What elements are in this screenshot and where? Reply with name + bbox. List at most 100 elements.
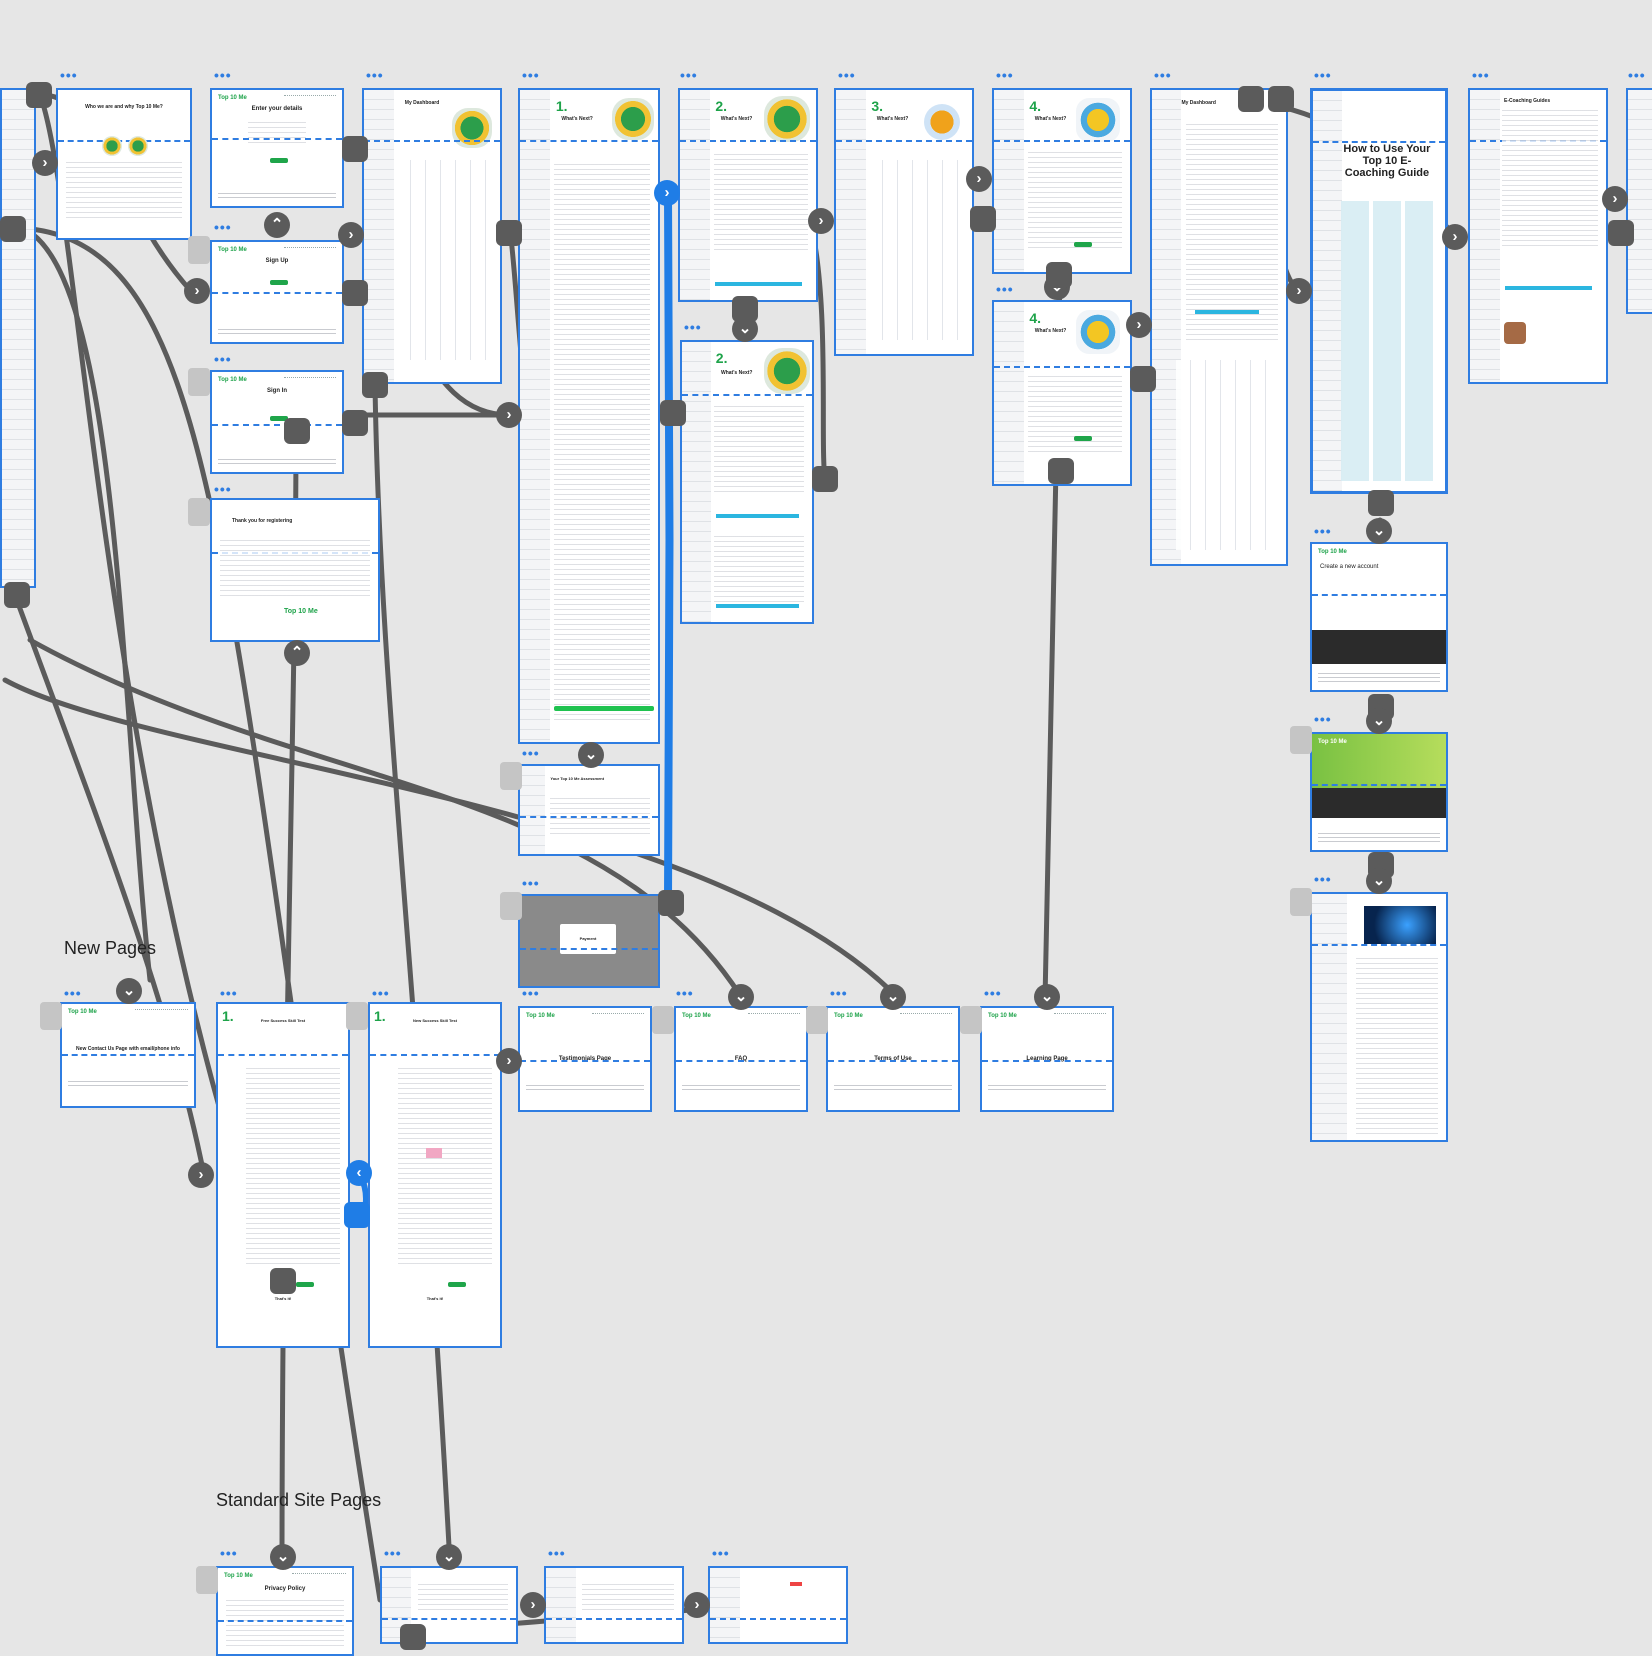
connector-anchor[interactable]: [4, 582, 30, 608]
connector-anchor[interactable]: [270, 1268, 296, 1294]
frame-menu[interactable]: •••: [830, 985, 848, 1001]
chevron-right-icon[interactable]: ›: [1286, 278, 1312, 304]
frame-menu[interactable]: •••: [1628, 67, 1646, 83]
frame-landing[interactable]: Top 10 Me: [1310, 732, 1448, 852]
frame-tab[interactable]: [1290, 888, 1312, 916]
chevron-up-icon[interactable]: ⌃: [284, 640, 310, 666]
frame-menu[interactable]: •••: [1154, 67, 1172, 83]
connector-anchor[interactable]: [1268, 86, 1294, 112]
chevron-right-icon[interactable]: ›: [496, 1048, 522, 1074]
connector-anchor[interactable]: [342, 136, 368, 162]
chevron-right-icon[interactable]: ›: [966, 166, 992, 192]
frame-tab[interactable]: [500, 892, 522, 920]
frame-tab[interactable]: [806, 1006, 828, 1034]
connector-anchor[interactable]: [1238, 86, 1264, 112]
frame-tab[interactable]: [652, 1006, 674, 1034]
frame-learning[interactable]: Top 10 Me Learning Page: [980, 1006, 1114, 1112]
frame-create-account[interactable]: Top 10 Me Create a new account: [1310, 542, 1448, 692]
chevron-down-icon[interactable]: ⌄: [1034, 984, 1060, 1010]
frame-tab[interactable]: [40, 1002, 62, 1030]
frame-settings-c[interactable]: [708, 1566, 848, 1644]
frame-next-step-1[interactable]: 1. What's Next?: [518, 88, 660, 744]
frame-menu[interactable]: •••: [384, 1545, 402, 1561]
frame-about[interactable]: Who we are and why Top 10 Me?: [56, 88, 192, 240]
chevron-right-icon[interactable]: ›: [184, 278, 210, 304]
frame-tab[interactable]: [346, 1002, 368, 1030]
chevron-up-icon[interactable]: ⌃: [264, 212, 290, 238]
frame-free-test[interactable]: 1. Free Success Skill Test That's it!: [216, 1002, 350, 1348]
connector-anchor[interactable]: [342, 280, 368, 306]
frame-payment[interactable]: Payment: [518, 894, 660, 988]
connector-anchor[interactable]: [362, 372, 388, 398]
frame-menu[interactable]: •••: [1314, 67, 1332, 83]
frame-menu[interactable]: •••: [60, 67, 78, 83]
chevron-right-icon[interactable]: ›: [520, 1592, 546, 1618]
connector-anchor[interactable]: [342, 410, 368, 436]
partial-frame[interactable]: [1626, 88, 1652, 314]
frame-menu[interactable]: •••: [680, 67, 698, 83]
frame-thanks[interactable]: Thank you for registering Top 10 Me: [210, 498, 380, 642]
frame-terms[interactable]: Top 10 Me Terms of Use: [826, 1006, 960, 1112]
frame-dashboard[interactable]: My Dashboard: [362, 88, 502, 384]
connector-anchor[interactable]: [660, 400, 686, 426]
connector-anchor[interactable]: [400, 1624, 426, 1650]
frame-menu[interactable]: •••: [1314, 711, 1332, 727]
frame-dashboard-2[interactable]: My Dashboard: [1150, 88, 1288, 566]
chevron-down-icon[interactable]: ⌄: [436, 1544, 462, 1570]
frame-menu[interactable]: •••: [984, 985, 1002, 1001]
frame-menu[interactable]: •••: [1472, 67, 1490, 83]
frame-menu[interactable]: •••: [996, 281, 1014, 297]
frame-menu[interactable]: •••: [996, 67, 1014, 83]
frame-menu[interactable]: •••: [220, 1545, 238, 1561]
chevron-right-icon[interactable]: ›: [684, 1592, 710, 1618]
frame-testimonials[interactable]: Top 10 Me Testimonials Page: [518, 1006, 652, 1112]
frame-settings-b[interactable]: [544, 1566, 684, 1644]
frame-privacy[interactable]: Top 10 Me Privacy Policy: [216, 1566, 354, 1656]
frame-coaching[interactable]: E-Coaching Guides: [1468, 88, 1608, 384]
frame-menu[interactable]: •••: [522, 745, 540, 761]
frame-menu[interactable]: •••: [1314, 523, 1332, 539]
frame-tab[interactable]: [960, 1006, 982, 1034]
chevron-down-icon[interactable]: ⌄: [116, 978, 142, 1004]
frame-new-test[interactable]: 1. New Success Skill Test That's it!: [368, 1002, 502, 1348]
frame-menu[interactable]: •••: [64, 985, 82, 1001]
frame-menu[interactable]: •••: [712, 1545, 730, 1561]
connector-anchor[interactable]: [970, 206, 996, 232]
frame-menu[interactable]: •••: [1314, 871, 1332, 887]
frame-guide[interactable]: How to Use Your Top 10 E-Coaching Guide: [1310, 88, 1448, 494]
chevron-left-icon[interactable]: ‹: [346, 1160, 372, 1186]
frame-tab[interactable]: [188, 498, 210, 526]
chevron-down-icon[interactable]: ⌄: [1366, 868, 1392, 894]
chevron-down-icon[interactable]: ⌄: [578, 742, 604, 768]
connector-anchor[interactable]: [496, 220, 522, 246]
connector-anchor[interactable]: [812, 466, 838, 492]
connector-anchor[interactable]: [1130, 366, 1156, 392]
chevron-down-icon[interactable]: ⌄: [1366, 708, 1392, 734]
connector-anchor[interactable]: [1368, 490, 1394, 516]
frame-signup[interactable]: Top 10 Me Sign Up: [210, 240, 344, 344]
connector-anchor[interactable]: [1048, 458, 1074, 484]
connector-anchor[interactable]: [1046, 262, 1072, 288]
frame-contact[interactable]: Top 10 Me New Contact Us Page with email…: [60, 1002, 196, 1108]
chevron-right-icon[interactable]: ›: [496, 402, 522, 428]
frame-faq[interactable]: Top 10 Me FAQ: [674, 1006, 808, 1112]
frame-menu[interactable]: •••: [522, 875, 540, 891]
frame-tab[interactable]: [188, 368, 210, 396]
frame-menu[interactable]: •••: [676, 985, 694, 1001]
frame-next-step-3[interactable]: 3. What's Next?: [834, 88, 974, 356]
chevron-right-icon[interactable]: ›: [808, 208, 834, 234]
chevron-right-icon[interactable]: ›: [1602, 186, 1628, 212]
chevron-right-icon[interactable]: ›: [188, 1162, 214, 1188]
partial-frame[interactable]: [0, 88, 36, 588]
chevron-down-icon[interactable]: ⌄: [728, 984, 754, 1010]
frame-menu[interactable]: •••: [522, 985, 540, 1001]
frame-menu[interactable]: •••: [548, 1545, 566, 1561]
frame-next-step-2[interactable]: 2. What's Next?: [678, 88, 818, 302]
chevron-down-icon[interactable]: ⌄: [1366, 518, 1392, 544]
chevron-right-icon[interactable]: ›: [32, 150, 58, 176]
frame-menu[interactable]: •••: [372, 985, 390, 1001]
frame-next-step-4b[interactable]: 4. What's Next?: [992, 300, 1132, 486]
frame-next-step-2b[interactable]: 2. What's Next?: [680, 340, 814, 624]
frame-menu[interactable]: •••: [366, 67, 384, 83]
frame-tab[interactable]: [500, 762, 522, 790]
